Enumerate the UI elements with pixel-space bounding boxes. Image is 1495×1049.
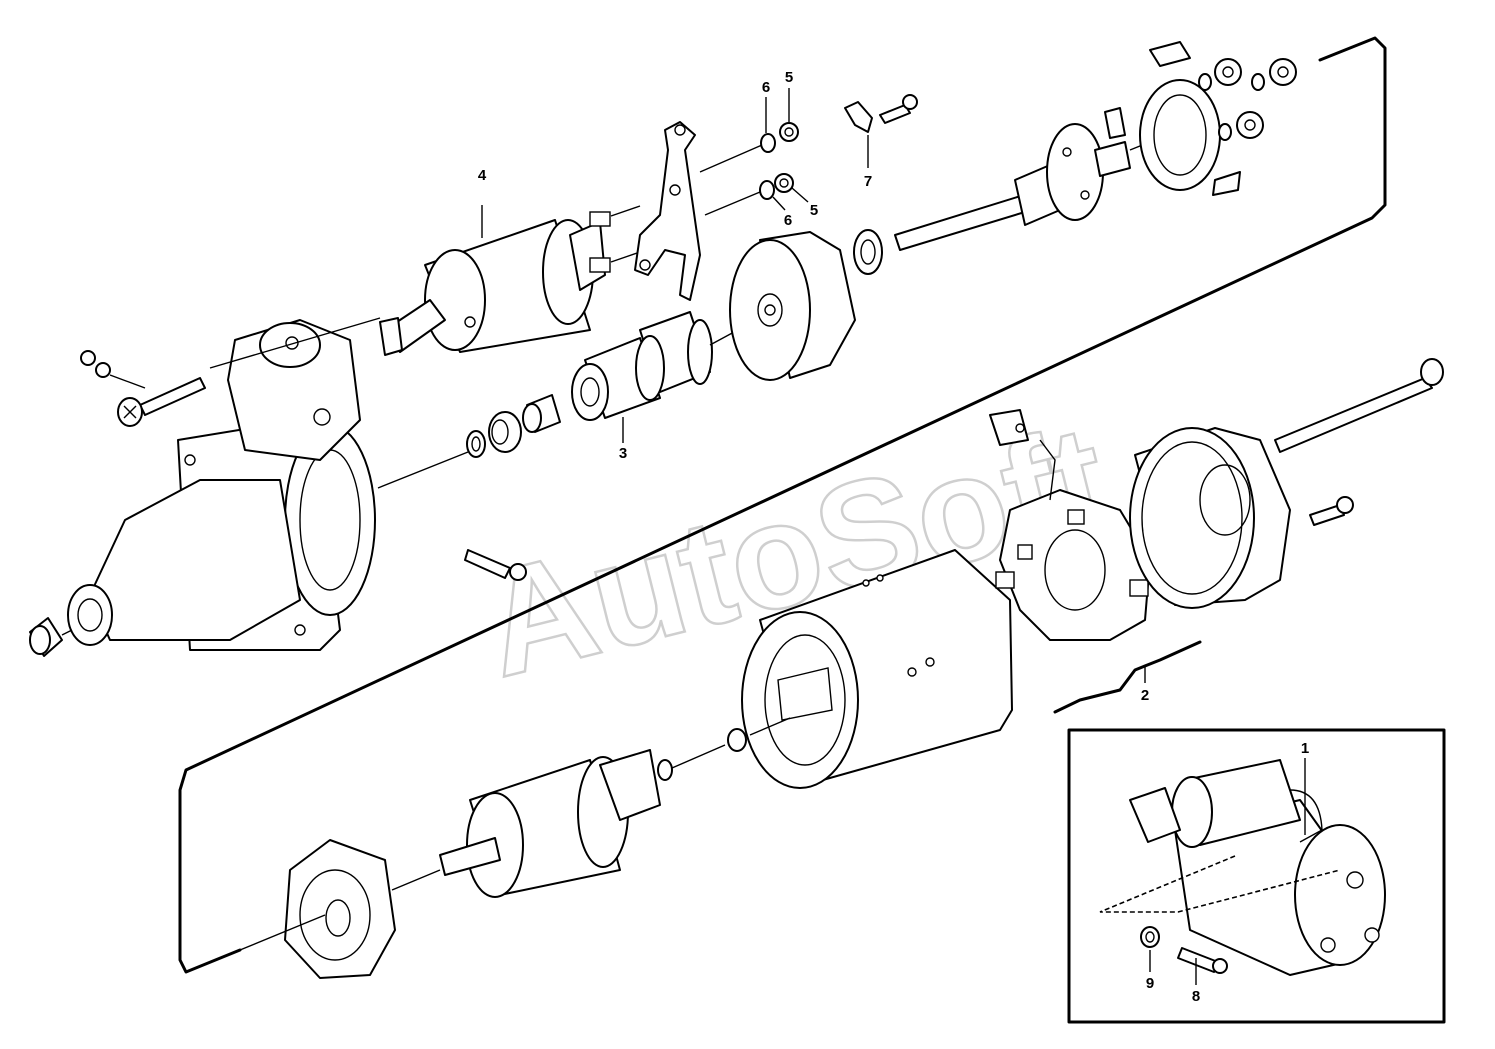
short-screw-right [1309,496,1354,526]
inset-frame [1067,728,1446,1024]
intermediate-bearing-housing [729,231,856,381]
drive-end-housing [67,319,376,651]
bracket-screw [879,94,918,124]
thrust-collar [488,411,522,453]
commutator-end-cover [1129,427,1291,609]
shift-lever-fork [634,121,701,301]
field-frame-yoke [741,549,1013,789]
mounting-bracket-7 [844,101,873,133]
nose-bushing [29,617,63,657]
planet-washers [1198,73,1265,141]
gear-retainer-segments [1104,41,1241,196]
callout-6-lower: 6 [784,212,792,229]
stop-collar [522,394,561,433]
thrust-washer [853,229,883,275]
commutator-end-plate [284,839,396,979]
output-shaft [894,123,1131,251]
assembly-bracket-line [178,36,1387,974]
washer-6-upper [760,133,776,153]
callout-3: 3 [619,445,627,462]
ring-gear [1139,79,1221,191]
long-through-bolt [1274,358,1444,453]
inset-bolt-8 [1177,947,1228,974]
callout-1: 1 [1301,740,1309,757]
callout-2: 2 [1141,687,1149,704]
callout-6-upper: 6 [762,79,770,96]
loose-screw-middle [464,549,527,581]
planet-gear-3 [1236,111,1264,139]
solenoid-switch [379,211,611,356]
planet-gear-1 [1214,58,1242,86]
through-bolt-upper-left [117,377,206,427]
nut-washer-upper-left [80,350,111,378]
callout-5-upper: 5 [785,69,793,86]
shim-ring [727,728,747,752]
callout-7: 7 [864,173,872,190]
callout-9: 9 [1146,975,1154,992]
callout-5-lower: 5 [810,202,818,219]
armature [439,749,673,898]
inset-starter-assembly [1129,759,1386,976]
inset-dashed-leader [1099,855,1341,913]
circlip [466,430,486,458]
brush-holder-plate [989,409,1151,641]
callout-8: 8 [1192,988,1200,1005]
inset-washer-9 [1140,926,1160,948]
planet-gear-2 [1269,58,1297,86]
washer-6-lower [759,180,775,200]
nut-5-upper [779,122,799,142]
callout-4: 4 [478,167,487,184]
pinion-drive-assembly [571,311,713,421]
nut-5-lower [774,173,794,193]
